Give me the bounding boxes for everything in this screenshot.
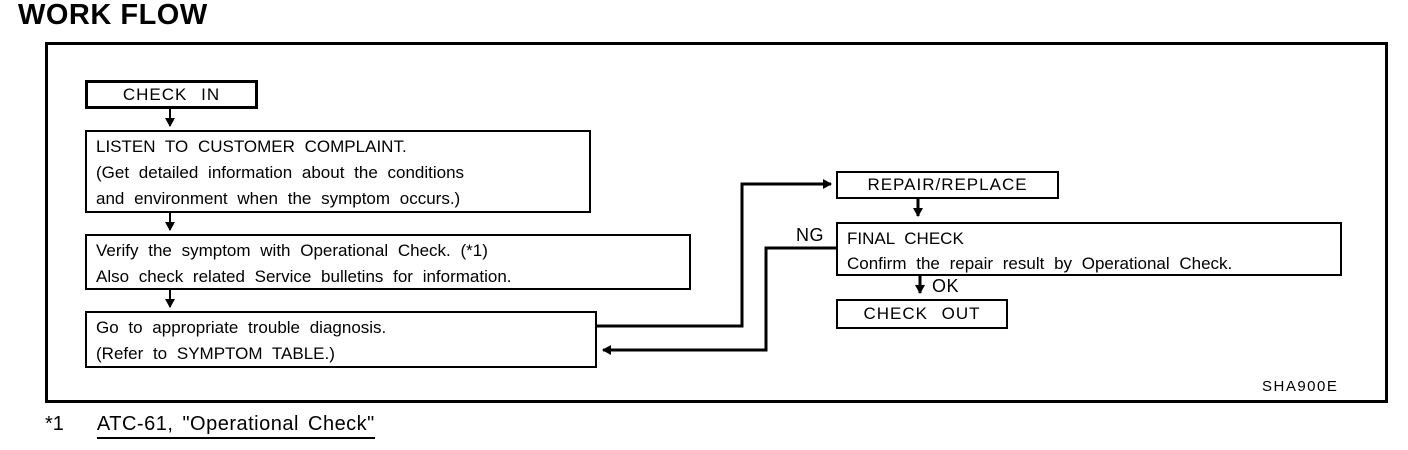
box-line: FINAL CHECK: [847, 229, 964, 248]
flow-box-listen-to-customer-complaint: LISTEN TO CUSTOMER COMPLAINT. (Get detai…: [85, 130, 591, 213]
footnote-marker: *1: [45, 413, 64, 435]
box-line: (Refer to SYMPTOM TABLE.): [96, 344, 335, 363]
flow-box-verify-symptom: Verify the symptom with Operational Chec…: [85, 234, 691, 290]
footnote: *1 ATC-61, "Operational Check": [45, 413, 375, 439]
check-out-label: CHECK OUT: [863, 304, 981, 323]
flow-box-go-to-trouble-diagnosis: Go to appropriate trouble diagnosis. (Re…: [85, 311, 597, 368]
box-line: (Get detailed information about the cond…: [96, 163, 465, 182]
flow-box-repair-replace: REPAIR/REPLACE: [836, 171, 1059, 199]
box-line: and environment when the symptom occurs.…: [96, 189, 461, 208]
ng-edge-label: NG: [796, 225, 824, 245]
repair-replace-label: REPAIR/REPLACE: [867, 175, 1028, 194]
page-title: WORK FLOW: [18, 0, 208, 31]
box-line: Verify the symptom with Operational Chec…: [96, 241, 488, 260]
box-line: LISTEN TO CUSTOMER COMPLAINT.: [96, 137, 407, 156]
check-in-label: CHECK IN: [122, 84, 221, 104]
flow-box-final-check: FINAL CHECK Confirm the repair result by…: [836, 222, 1342, 276]
box-line: Confirm the repair result by Operational…: [847, 254, 1233, 273]
figure-code-label: SHA900E: [1262, 378, 1339, 395]
box-line: Go to appropriate trouble diagnosis.: [96, 318, 387, 337]
ok-edge-label: OK: [932, 276, 960, 296]
flow-box-check-out: CHECK OUT: [836, 299, 1008, 329]
footnote-reference-link[interactable]: ATC-61, "Operational Check": [96, 413, 375, 439]
box-line: Also check related Service bulletins for…: [96, 267, 512, 286]
flow-box-check-in: CHECK IN: [85, 80, 258, 109]
